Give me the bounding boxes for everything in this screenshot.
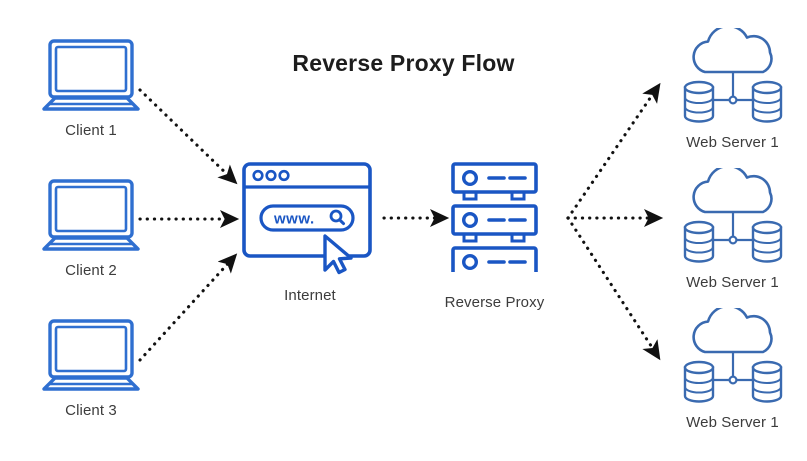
node-label-client-3: Client 3 [65,402,117,419]
database-cylinder-left [683,220,714,263]
node-label-client-1: Client 1 [65,122,117,139]
node-web-server-1[interactable]: Web Server 1 [660,24,805,151]
node-label-web-server-2: Web Server 1 [686,274,779,291]
laptop-icon [38,36,144,114]
node-label-web-server-3: Web Server 1 [686,414,779,431]
node-web-server-2[interactable]: Web Server 1 [660,164,805,291]
address-bar-text: www. [273,211,315,228]
database-cylinder-left [683,80,714,123]
node-client-1[interactable]: Client 1 [26,36,156,139]
node-label-web-server-1: Web Server 1 [686,134,779,151]
node-client-3[interactable]: Client 3 [26,316,156,419]
node-label-reverse-proxy: Reverse Proxy [444,294,545,311]
page-title: Reverse Proxy Flow [292,50,515,76]
cursor-icon [323,234,353,275]
cloud-database-icon [677,304,789,408]
server-unit-2 [451,204,538,236]
cloud-database-icon [677,164,789,268]
database-cylinder-right [751,360,782,403]
edge-proxy-server3 [566,216,661,361]
browser-dot-3 [278,169,290,182]
node-label-internet: Internet [284,287,336,304]
database-cylinder-right [751,80,782,123]
edge-proxy-server1 [566,82,661,220]
server-unit-1 [451,162,538,194]
browser-dot-2 [265,169,277,182]
database-cylinder-right [751,220,782,263]
server-rack-icon [442,160,547,278]
address-bar [259,204,355,232]
browser-window-icon: www. [240,160,380,275]
server-unit-3 [451,246,538,278]
node-client-2[interactable]: Client 2 [26,176,156,279]
laptop-icon [38,316,144,394]
laptop-icon [38,176,144,254]
node-reverse-proxy[interactable]: Reverse Proxy [432,160,557,311]
node-internet[interactable]: www. Internet [240,160,380,304]
search-icon [329,209,345,226]
node-label-client-2: Client 2 [65,262,117,279]
node-web-server-3[interactable]: Web Server 1 [660,304,805,431]
cloud-database-icon [677,24,789,128]
edge-client1-internet [138,88,238,185]
database-cylinder-left [683,360,714,403]
browser-dot-1 [252,169,264,182]
edge-client3-internet [138,253,238,362]
